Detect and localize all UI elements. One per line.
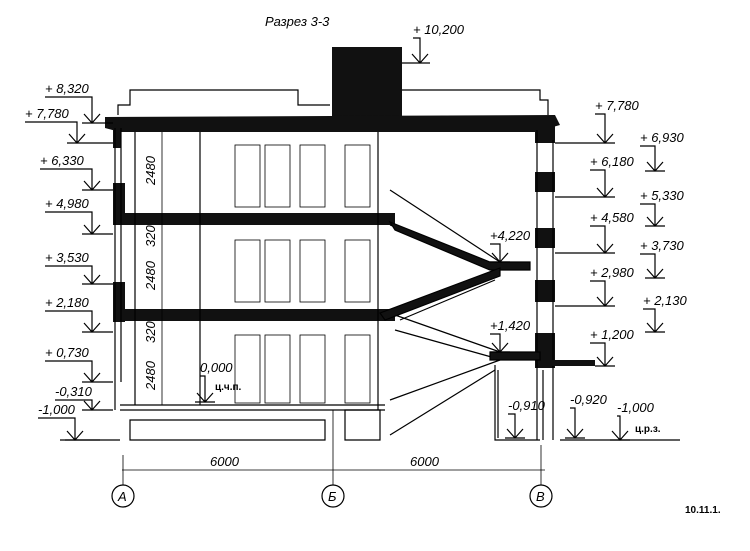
elevation-label: + 7,780 [25,106,70,121]
elevation-label: + 5,330 [640,188,685,203]
elevation-marks: + 8,320 + 7,780 + 6,330 + 4,980 + 3,530 + 2,1… [25,22,688,441]
elevation-arrow-icon [643,308,665,333]
sheet-number: 10.11.1. [685,505,721,516]
elevation-note: ц.ч.п. [215,382,242,393]
dim-floor-2: 2480 [143,260,158,291]
elevation-arrow-icon [490,243,510,263]
grid-axes: А Б В [111,484,553,508]
floor-slab-2 [115,309,395,321]
elevation-label: -0,910 [508,398,546,413]
elevation-label: +4,220 [490,228,531,243]
dim-span-2: 6000 [410,454,440,469]
elevation-arrow-icon [640,203,665,227]
elevation-arrow-icon [40,168,113,191]
elevation-label: -0,920 [570,392,608,407]
elevation-arrow-icon [640,145,665,172]
elevation-arrow-icon [45,211,113,235]
dim-floor-1: 2480 [143,360,158,391]
elevation-arrow-icon [55,399,113,411]
elevation-arrow-icon [565,407,585,439]
elevation-arrow-icon [45,310,113,333]
elevation-arrow-icon [555,280,615,307]
elevation-arrow-icon [402,37,430,64]
elevation-label: + 6,330 [40,153,85,168]
elevation-note: ц.р.з. [635,424,661,435]
elevation-label: + 7,780 [595,98,640,113]
building-section [60,47,680,441]
elevation-arrow-icon [505,413,525,439]
roof-parapet-left [117,89,330,115]
elevation-label: +1,420 [490,318,531,333]
axis-label-b: Б [328,489,337,504]
elevation-label: + 0,730 [45,345,90,360]
floor-slab-3 [115,213,395,225]
elevation-label: + 3,730 [640,238,685,253]
roof-parapet-right [399,89,549,115]
axis-label-a: А [117,489,127,504]
elevation-label: + 10,200 [413,22,465,37]
elevation-label: + 4,980 [45,196,90,211]
dimension-lines: 2480 320 2480 320 2480 6000 6000 [122,132,545,485]
elevation-label: -1,000 [617,400,655,415]
elevation-arrow-icon [195,375,215,403]
axis-marker-a [111,484,135,508]
elevation-arrow-icon [45,265,113,285]
vent-shaft [332,47,402,117]
doors [234,144,371,404]
elevation-arrow-icon [590,342,615,367]
elevation-label: -0,310 [55,384,93,399]
axis-label-v: В [536,489,545,504]
elevation-label: + 6,930 [640,130,685,145]
dim-slab-2: 320 [143,321,158,343]
roof-slab [105,115,560,132]
axis-marker-v [529,484,553,508]
elevation-arrow-icon [555,225,615,254]
elevation-label: + 2,980 [590,265,635,280]
dim-floor-3: 2480 [143,155,158,186]
elevation-arrow-icon [38,417,100,441]
elevation-arrow-icon [45,360,113,383]
elevation-arrow-icon [640,253,665,279]
elevation-label: + 1,200 [590,327,635,342]
elevation-label: + 2,180 [45,295,90,310]
axis-marker-b [321,484,345,508]
elevation-arrow-icon [555,169,615,198]
elevation-arrow-icon [45,96,113,124]
elevation-arrow-icon [555,113,615,144]
elevation-label: + 6,180 [590,154,635,169]
canopy-slab [545,360,595,366]
elevation-arrow-icon [610,415,630,441]
elevation-label: -1,000 [38,402,76,417]
elevation-label: + 4,580 [590,210,635,225]
elevation-label: + 2,130 [643,293,688,308]
dim-slab-3: 320 [143,225,158,247]
elevation-label: + 3,530 [45,250,90,265]
drawing-title: Разрез 3-3 [265,14,330,29]
elevation-label: 0,000 [200,360,233,375]
elevation-arrow-icon [25,121,113,144]
elevation-label: + 8,320 [45,81,90,96]
dim-span-1: 6000 [210,454,240,469]
elevation-arrow-icon [490,333,510,353]
